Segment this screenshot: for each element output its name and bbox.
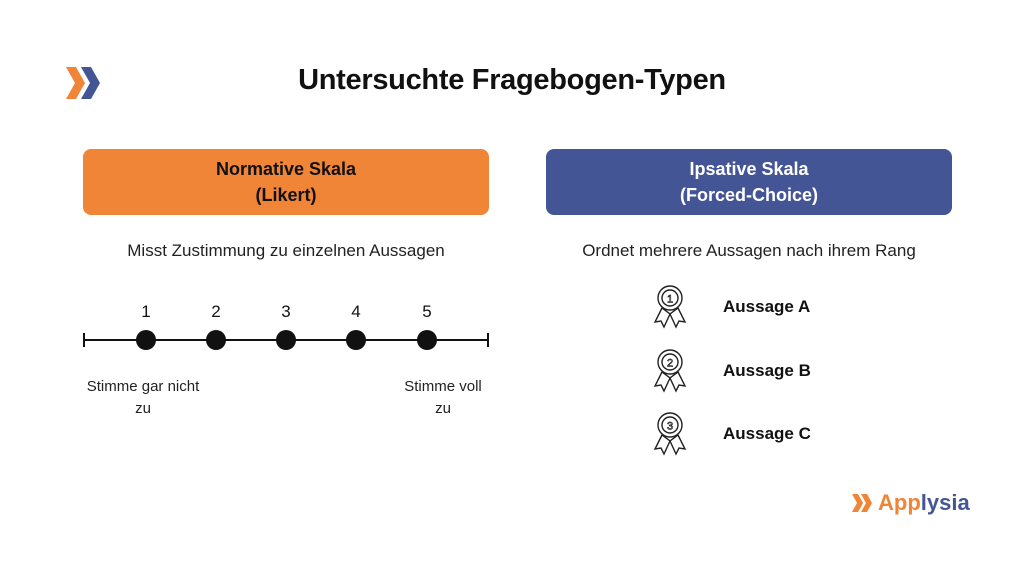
normative-scale-header: Normative Skala (Likert) <box>83 149 489 215</box>
page-title: Untersuchte Fragebogen-Typen <box>298 64 726 96</box>
rank-item-label: Aussage C <box>723 424 811 443</box>
medal-2-icon: 2 <box>653 349 687 393</box>
rank-item-3: 3 Aussage C <box>650 410 870 458</box>
normative-heading-line2: (Likert) <box>255 185 317 205</box>
ipsative-heading-line1: Ipsative Skala <box>689 159 809 179</box>
svg-text:2: 2 <box>667 358 673 370</box>
high-anchor-line2: zu <box>435 400 451 417</box>
svg-text:3: 3 <box>667 421 673 433</box>
chevron-logo-icon <box>66 67 100 99</box>
scale-end-tick <box>487 333 489 347</box>
scale-point-4 <box>346 330 366 350</box>
medal-3-icon: 3 <box>653 412 687 456</box>
medal-1-icon: 1 <box>653 285 687 329</box>
scale-label-2: 2 <box>211 302 221 321</box>
rank-item-label: Aussage B <box>723 361 811 380</box>
brand-name-part1: App <box>878 490 921 515</box>
ipsative-description: Ordnet mehrere Aussagen nach ihrem Rang <box>582 241 916 260</box>
rank-item-1: 1 Aussage A <box>650 283 870 331</box>
ipsative-scale-header: Ipsative Skala (Forced-Choice) <box>546 149 952 215</box>
chevron-brand-icon <box>852 494 872 512</box>
scale-point-5 <box>417 330 437 350</box>
scale-label-1: 1 <box>141 302 151 321</box>
likert-scale: 1 2 3 4 5 <box>83 300 491 360</box>
scale-point-3 <box>276 330 296 350</box>
scale-point-1 <box>136 330 156 350</box>
scale-point-2 <box>206 330 226 350</box>
scale-label-4: 4 <box>351 302 361 321</box>
high-anchor: Stimme voll zu <box>383 376 503 420</box>
ipsative-heading-line2: (Forced-Choice) <box>679 185 818 205</box>
scale-label-3: 3 <box>281 302 291 321</box>
scale-label-5: 5 <box>422 302 432 321</box>
low-anchor: Stimme gar nicht zu <box>73 376 213 420</box>
rank-item-label: Aussage A <box>723 297 811 316</box>
high-anchor-line1: Stimme voll <box>404 378 482 395</box>
low-anchor-line2: zu <box>135 400 151 417</box>
svg-text:1: 1 <box>667 294 673 306</box>
scale-start-tick <box>83 333 85 347</box>
normative-description: Misst Zustimmung zu einzelnen Aussagen <box>127 241 445 260</box>
brand-name: Applysia <box>878 490 970 516</box>
applysia-logo: Applysia <box>852 490 970 516</box>
low-anchor-line1: Stimme gar nicht <box>86 378 200 395</box>
normative-heading-line1: Normative Skala <box>215 159 357 179</box>
brand-name-part2: lysia <box>920 490 970 515</box>
rank-item-2: 2 Aussage B <box>650 347 870 395</box>
